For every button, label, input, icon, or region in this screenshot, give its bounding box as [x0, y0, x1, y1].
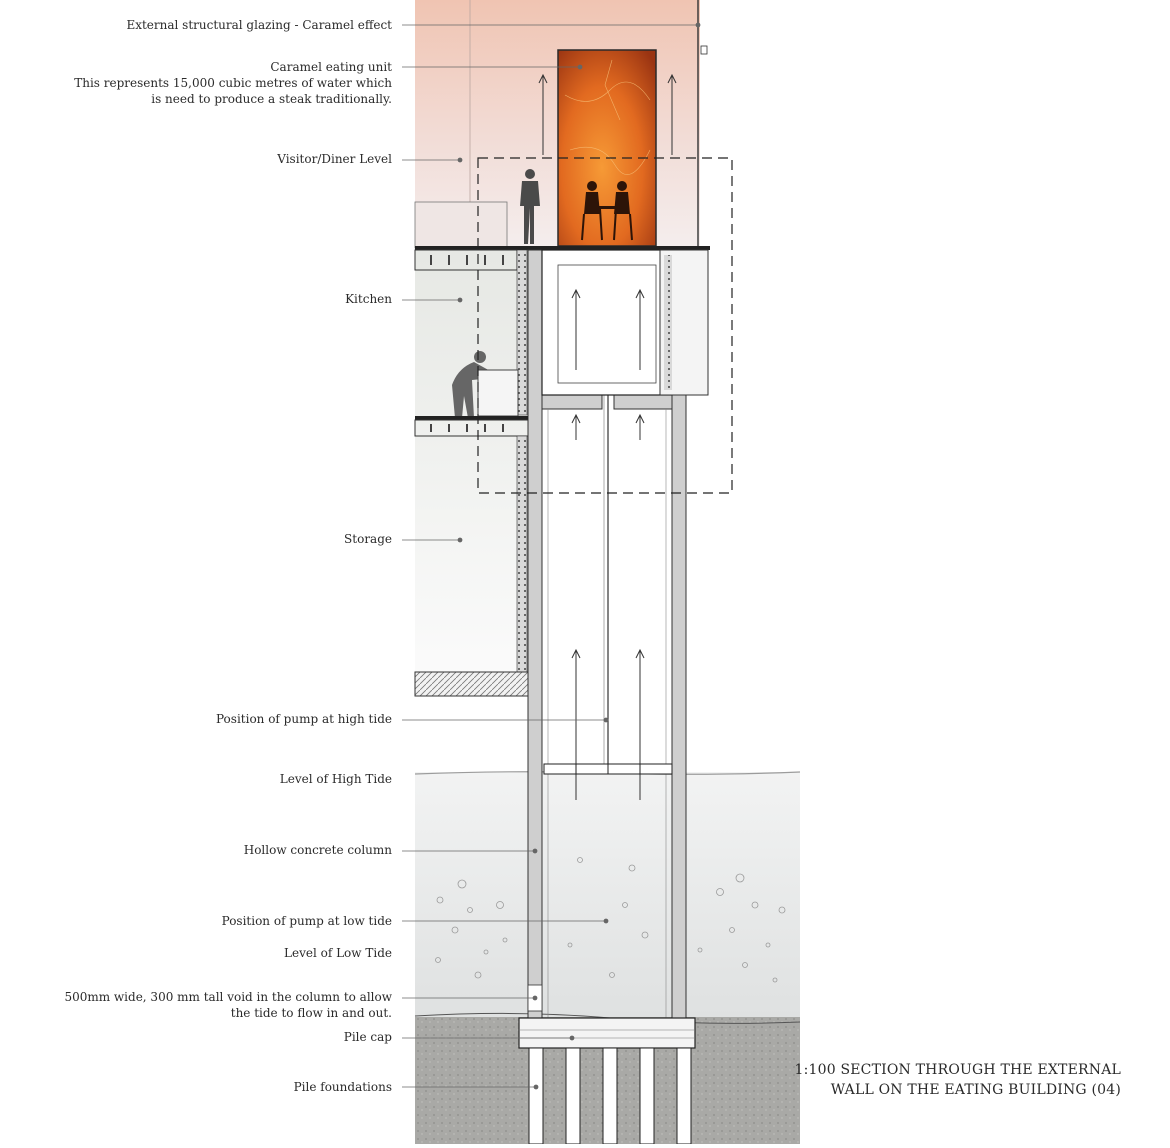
label-pump-low: Position of pump at low tide — [221, 914, 392, 928]
balustrade — [414, 201, 508, 249]
caramel-eating-unit — [557, 49, 657, 247]
label-external-glazing: External structural glazing - Caramel ef… — [126, 18, 392, 32]
label-kitchen: Kitchen — [345, 292, 392, 306]
label-pile-cap: Pile cap — [343, 1030, 392, 1044]
diner-floor-slab — [415, 246, 710, 250]
caramel-cracks — [564, 59, 651, 175]
column-wall-left — [527, 249, 543, 1019]
label-visitor-level: Visitor/Diner Level — [277, 152, 392, 166]
upper-chamber — [541, 249, 673, 396]
label-hollow-column: Hollow concrete column — [243, 843, 392, 857]
interior-background — [415, 250, 530, 680]
leader-lines — [402, 22, 701, 1090]
visitor-figure — [520, 169, 540, 244]
upper-chamber-inner — [557, 264, 657, 384]
label-low-tide: Level of Low Tide — [284, 946, 392, 960]
label-storage: Storage — [344, 532, 392, 546]
glazing-fixing — [700, 45, 708, 55]
slab-joists-middle — [430, 424, 504, 432]
kitchen-floor-structure — [414, 419, 529, 437]
piles — [528, 1047, 692, 1145]
drawing-title-line1: 1:100 SECTION THROUGH THE EXTERNAL — [794, 1062, 1121, 1078]
column-mid-slab-right — [613, 394, 673, 410]
kitchen-counter — [477, 369, 519, 417]
pile-cap — [518, 1017, 696, 1049]
slab-joists-upper — [430, 255, 504, 265]
kitchen-floor-slab — [415, 416, 528, 420]
storage-insulation — [516, 435, 528, 673]
label-pile-foundations: Pile foundations — [293, 1080, 392, 1094]
storage-floor-slab — [414, 671, 529, 697]
column-wall-right — [671, 394, 687, 1019]
water-body — [415, 772, 800, 1017]
water-bubbles — [435, 857, 786, 983]
pump-high-tide — [543, 763, 673, 775]
diners-silhouette — [581, 181, 633, 241]
label-caramel-unit-desc: This represents 15,000 cubic metres of w… — [74, 76, 392, 106]
drawing-title-line2: WALL ON THE EATING BUILDING (04) — [830, 1082, 1121, 1098]
label-void-note: 500mm wide, 300 mm tall void in the colu… — [64, 990, 392, 1020]
column-mid-slab — [541, 394, 603, 410]
label-caramel-unit-title: Caramel eating unit — [270, 60, 392, 74]
detail-boundary — [477, 157, 733, 494]
upper-insulation — [516, 249, 528, 416]
unit-arrows — [538, 73, 677, 155]
core-arrows — [571, 288, 645, 800]
right-cladding-ins — [664, 255, 672, 390]
label-pump-high: Position of pump at high tide — [215, 712, 392, 726]
label-high-tide: Level of High Tide — [279, 772, 392, 786]
